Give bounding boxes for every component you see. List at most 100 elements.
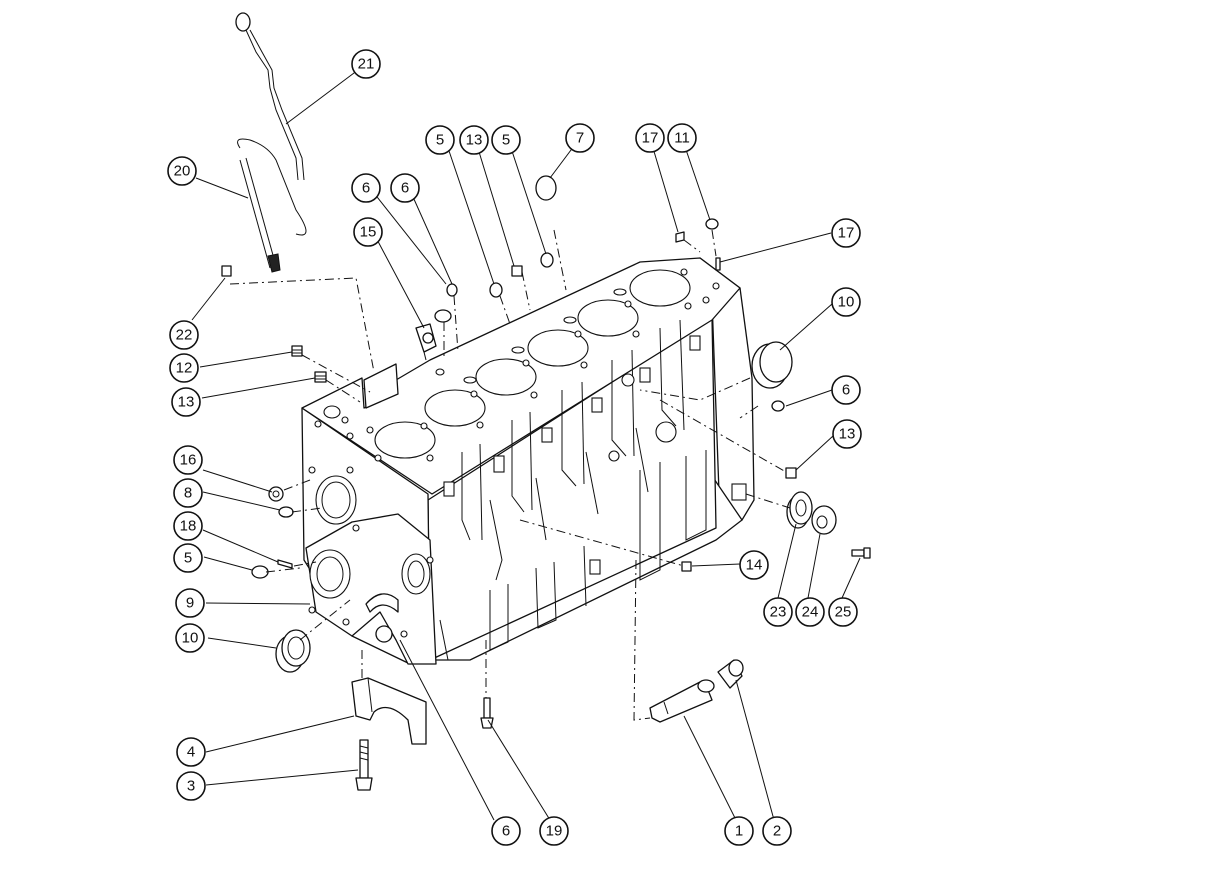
pin-17a xyxy=(675,231,685,243)
callout-24: 24 xyxy=(795,597,825,627)
svg-text:8: 8 xyxy=(184,485,192,502)
svg-text:23: 23 xyxy=(770,604,787,621)
plug-14 xyxy=(681,561,692,572)
plug-13c xyxy=(785,467,797,479)
main-bearing-cap xyxy=(351,677,427,745)
callout-8: 8 xyxy=(173,478,203,508)
dipstick-tube xyxy=(237,138,307,273)
oil-jet-1 xyxy=(649,679,715,723)
svg-text:1: 1 xyxy=(735,823,743,840)
callout-22: 22 xyxy=(169,320,199,350)
plug-12 xyxy=(291,345,303,357)
plug-13b xyxy=(511,265,523,277)
center-lines xyxy=(229,229,791,721)
svg-text:6: 6 xyxy=(401,180,409,197)
svg-text:5: 5 xyxy=(184,550,192,567)
plug-11 xyxy=(705,218,719,230)
plug-22 xyxy=(221,265,232,277)
screw-25 xyxy=(851,547,871,559)
callout-20: 20 xyxy=(167,156,197,186)
callout-2: 2 xyxy=(762,816,792,846)
plug-6b xyxy=(446,283,458,297)
plug-13a xyxy=(314,371,327,383)
svg-text:15: 15 xyxy=(360,224,377,241)
svg-text:9: 9 xyxy=(186,595,194,612)
plug-6a xyxy=(434,309,452,323)
callout-13b: 13 xyxy=(459,125,489,155)
callout-19: 19 xyxy=(539,816,569,846)
callout-4: 4 xyxy=(176,737,206,767)
callout-15: 15 xyxy=(353,217,383,247)
svg-text:20: 20 xyxy=(174,163,191,180)
svg-text:5: 5 xyxy=(502,132,510,149)
dipstick xyxy=(235,12,305,181)
plug-6c xyxy=(771,400,785,412)
cap-7 xyxy=(535,175,557,201)
callout-13a: 13 xyxy=(171,387,201,417)
svg-text:4: 4 xyxy=(187,744,195,761)
cap-bolt xyxy=(355,739,373,791)
svg-text:11: 11 xyxy=(674,130,690,147)
callout-10a: 10 xyxy=(175,623,205,653)
svg-text:6: 6 xyxy=(502,823,510,840)
callout-17a: 17 xyxy=(635,123,665,153)
svg-text:12: 12 xyxy=(176,360,193,377)
svg-text:18: 18 xyxy=(180,518,197,535)
bushing-23 xyxy=(786,491,813,529)
svg-text:25: 25 xyxy=(835,604,852,621)
cup-plug-8 xyxy=(278,506,294,518)
svg-text:19: 19 xyxy=(546,823,563,840)
callout-16: 16 xyxy=(173,445,203,475)
callout-21: 21 xyxy=(351,49,381,79)
callout-6d: 6 xyxy=(491,816,521,846)
pin-18 xyxy=(277,559,293,569)
callout-12: 12 xyxy=(169,353,199,383)
svg-text:17: 17 xyxy=(838,225,855,242)
svg-text:13: 13 xyxy=(178,394,195,411)
svg-text:22: 22 xyxy=(176,327,193,344)
svg-text:7: 7 xyxy=(576,130,584,147)
svg-text:21: 21 xyxy=(358,56,375,73)
svg-text:2: 2 xyxy=(773,823,781,840)
svg-text:3: 3 xyxy=(187,778,195,795)
svg-text:6: 6 xyxy=(842,382,850,399)
callout-7: 7 xyxy=(565,123,595,153)
plug-5a xyxy=(251,565,269,579)
svg-text:17: 17 xyxy=(642,130,659,147)
callout-6c: 6 xyxy=(831,375,861,405)
svg-text:5: 5 xyxy=(436,132,444,149)
svg-text:14: 14 xyxy=(746,557,763,574)
plug-5c xyxy=(540,252,554,268)
leader-lines xyxy=(191,63,861,821)
callout-23: 23 xyxy=(763,597,793,627)
callout-18: 18 xyxy=(173,511,203,541)
callout-11: 11 xyxy=(667,123,697,153)
callout-5c: 5 xyxy=(491,125,521,155)
callouts: 21 20 22 12 13 16 8 18 5 9 10 4 3 6 6 xyxy=(167,49,862,846)
cylinder-block xyxy=(301,257,755,665)
pin-17b xyxy=(715,257,721,271)
svg-text:16: 16 xyxy=(180,452,197,469)
seal-10a xyxy=(275,629,311,673)
plug-6d xyxy=(375,625,393,643)
valve-2 xyxy=(717,659,744,689)
svg-text:13: 13 xyxy=(466,132,483,149)
callout-10b: 10 xyxy=(831,287,861,317)
callout-14: 14 xyxy=(739,550,769,580)
fitting-15 xyxy=(415,323,437,361)
callout-9: 9 xyxy=(175,588,205,618)
seal-10b xyxy=(751,341,793,389)
svg-text:6: 6 xyxy=(362,180,370,197)
callout-1: 1 xyxy=(724,816,754,846)
callout-5a: 5 xyxy=(173,543,203,573)
thrust-plate-24 xyxy=(811,505,837,535)
callout-6a: 6 xyxy=(351,173,381,203)
callout-25: 25 xyxy=(828,597,858,627)
plug-5b xyxy=(489,282,503,298)
callout-3: 3 xyxy=(176,771,206,801)
callout-13c: 13 xyxy=(832,419,862,449)
callout-6b: 6 xyxy=(390,173,420,203)
svg-text:13: 13 xyxy=(839,426,856,443)
